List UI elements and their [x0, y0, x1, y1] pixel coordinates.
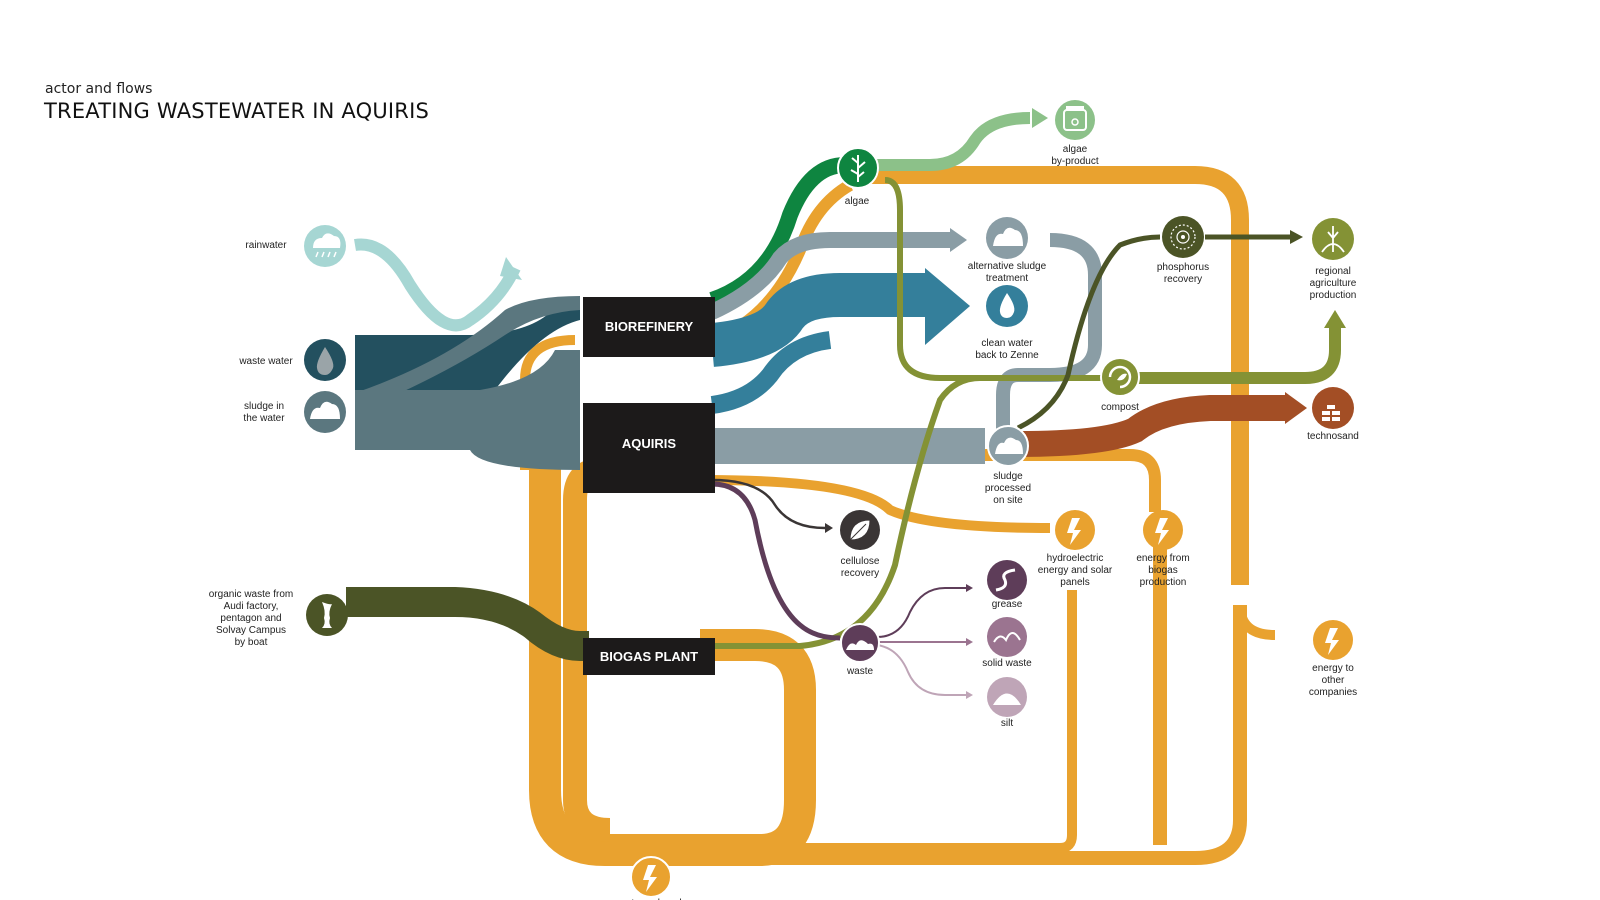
flow-aquiris-waste [711, 481, 841, 641]
label-regional-3: production [1310, 290, 1357, 301]
label-energy-other-3: companies [1309, 687, 1357, 698]
label-clean-water-2: back to Zenne [975, 350, 1039, 361]
biogas-plant-label: BIOGAS PLANT [600, 649, 698, 664]
label-organic-2: Audi factory, [224, 601, 279, 612]
actors: BIOREFINERY AQUIRIS BIOGAS PLANT [583, 297, 715, 675]
label-alt-sludge-1: alternative sludge [968, 261, 1047, 272]
flow-aquiris-cellulose [711, 478, 826, 530]
label-organic-4: Solvay Campus [216, 625, 286, 636]
label-regional-2: agriculture [1310, 278, 1357, 289]
grease-arrow [966, 584, 973, 592]
label-biogas-energy-3: production [1140, 577, 1187, 588]
flow-energy-return [1235, 604, 1276, 640]
flow-alt-sludge [708, 232, 950, 320]
alt-sludge-arrow [950, 228, 967, 252]
solid-waste-arrow [966, 638, 973, 646]
cellulose-arrow [825, 523, 833, 533]
label-clean-water-1: clean water [981, 338, 1033, 349]
phosphorus-agri-arrow [1290, 230, 1303, 244]
flow-autoproduced-outer [529, 460, 816, 866]
label-solid-waste: solid waste [982, 658, 1032, 669]
biogas-plant-box [583, 638, 715, 675]
label-grease: grease [992, 599, 1023, 610]
label-compost: compost [1101, 402, 1139, 413]
flow-phosphorus [1016, 234, 1161, 431]
output-flows [708, 108, 1346, 699]
label-energy-other-1: energy to [1312, 663, 1354, 674]
flow-waste-grease [876, 587, 968, 638]
nodes [304, 100, 1354, 898]
label-technosand: technosand [1307, 431, 1359, 442]
label-organic-1: organic waste from [209, 589, 293, 600]
label-hydro-1: hydroelectric [1047, 553, 1104, 564]
flow-biogas-to-energy [940, 449, 1161, 512]
label-phosphorus-2: recovery [1164, 274, 1202, 285]
label-sludge-proc-2: processed [985, 483, 1031, 494]
label-algae-byproduct-2: by-product [1051, 156, 1098, 167]
flow-organic-waste [346, 587, 589, 662]
flow-energy-companies-bottom [635, 605, 1247, 865]
flow-algae-compost [884, 177, 1105, 381]
grease-icon [987, 560, 1027, 600]
label-alt-sludge-2: treatment [986, 273, 1028, 284]
flow-waste-silt [876, 644, 968, 696]
diagram-title: TREATING WASTEWATER IN AQUIRIS [44, 99, 430, 123]
label-biogas-energy-1: energy from [1136, 553, 1189, 564]
technosand-arrow [1285, 392, 1307, 424]
label-regional-1: regional [1315, 266, 1351, 277]
regional-agri-arrow [1324, 310, 1346, 328]
flow-hydro-energy [650, 590, 1077, 853]
flow-sludge-upper [355, 296, 580, 393]
input-flows [346, 238, 589, 662]
flow-clean-water-aquiris [710, 331, 832, 414]
label-waste-water: waste water [238, 356, 293, 367]
flow-clean-water-bio [709, 273, 925, 367]
label-energy-other-2: other [1322, 675, 1345, 686]
label-algae: algae [845, 196, 870, 207]
label-cellulose-2: recovery [841, 568, 879, 579]
label-waste: waste [846, 666, 874, 677]
label-sludge-2: the water [243, 413, 285, 424]
label-silt: silt [1001, 718, 1013, 729]
biorefinery-label: BIOREFINERY [605, 319, 694, 334]
flow-energy-companies [860, 166, 1249, 585]
label-sludge-1: sludge in [244, 401, 284, 412]
label-autoproduced: autoproduced [620, 898, 681, 900]
label-hydro-2: energy and solar [1038, 565, 1113, 576]
label-sludge-proc-3: on site [993, 495, 1023, 506]
flow-compost-agri [1135, 325, 1341, 384]
diagram-subtitle: actor and flows [45, 81, 153, 97]
label-rainwater: rainwater [245, 240, 287, 251]
flow-sludge-in-water [355, 350, 580, 470]
label-sludge-proc-1: sludge [993, 471, 1023, 482]
silt-arrow [966, 691, 973, 699]
algae-byproduct-arrow [1032, 108, 1048, 128]
label-phosphorus-1: phosphorus [1157, 262, 1209, 273]
aquiris-label: AQUIRIS [622, 436, 677, 451]
flow-algae-byproduct [860, 112, 1031, 171]
label-cellulose-1: cellulose [841, 556, 880, 567]
rainwater-arrow [500, 257, 522, 280]
clean-water-arrow [925, 268, 970, 345]
flow-biorefinery-algae [709, 157, 846, 308]
aquiris-box [583, 403, 715, 493]
labels: rainwater waste water sludge in the wate… [209, 144, 1359, 900]
label-organic-3: pentagon and [220, 613, 281, 624]
label-hydro-3: panels [1060, 577, 1089, 588]
biorefinery-box [583, 297, 715, 357]
flow-technosand [1017, 395, 1285, 457]
flow-aquiris-to-hydro [704, 475, 1051, 533]
label-organic-5: by boat [235, 637, 268, 648]
label-biogas-energy-2: biogas [1148, 565, 1177, 576]
label-algae-byproduct-1: algae [1063, 144, 1088, 155]
flow-rainwater [354, 238, 521, 332]
